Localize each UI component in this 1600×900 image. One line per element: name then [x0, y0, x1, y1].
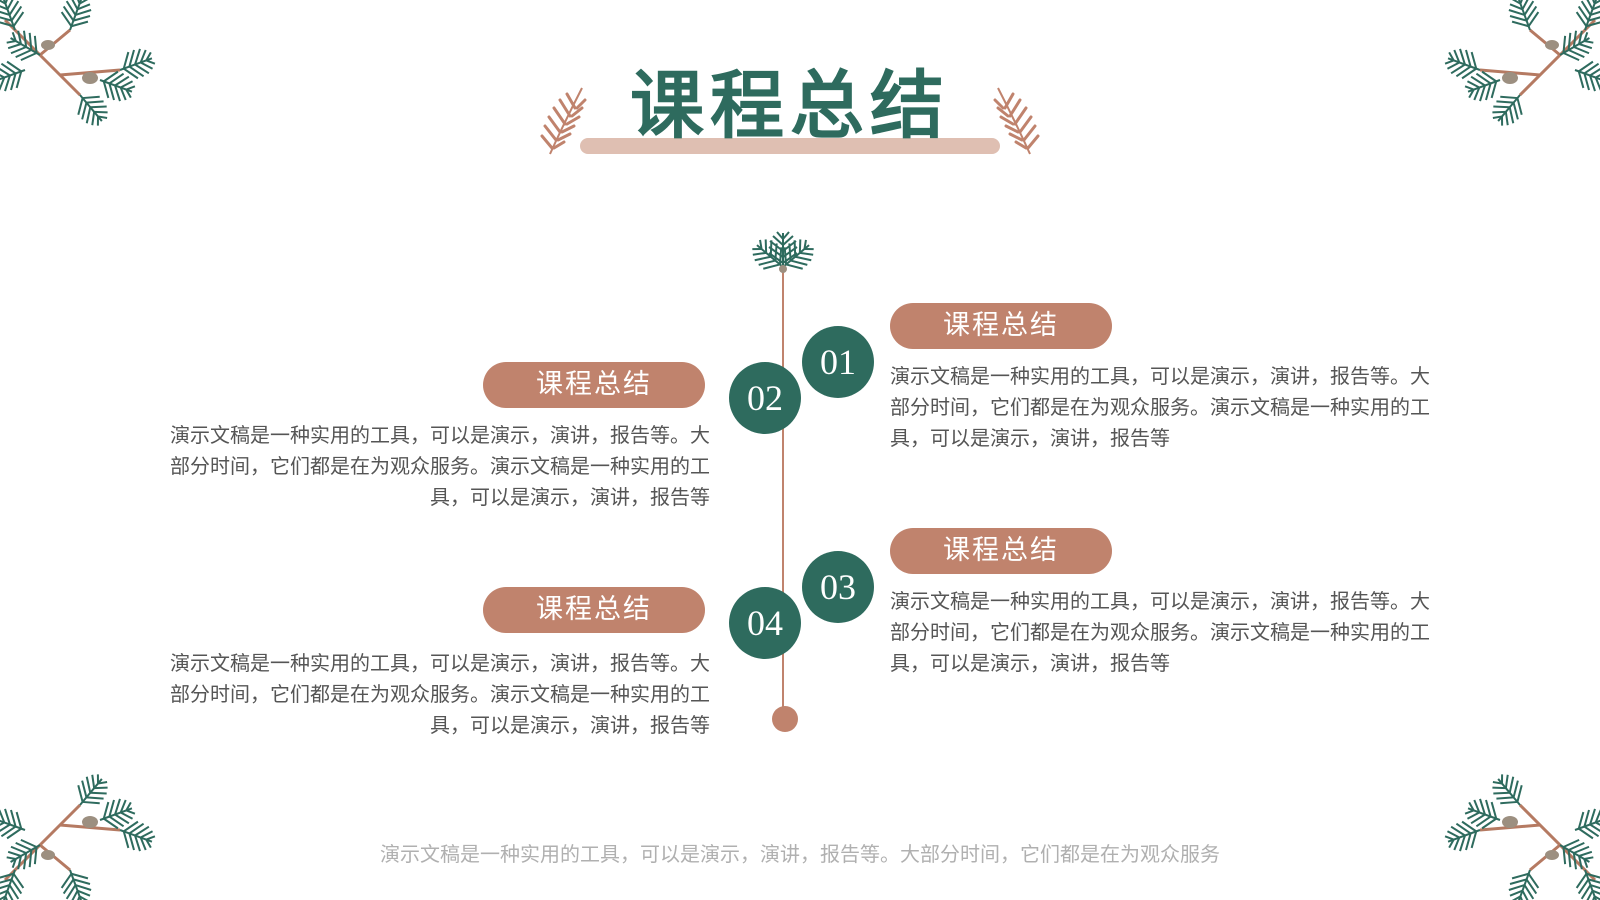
- step-label-03: 课程总结: [890, 528, 1112, 574]
- step-text-02: 演示文稿是一种实用的工具，可以是演示，演讲，报告等。大部分时间，它们都是在为观众…: [170, 423, 710, 509]
- fern-leaf-icon: [990, 86, 1040, 156]
- step-label-02: 课程总结: [483, 362, 705, 408]
- timeline-end-dot: [772, 706, 798, 732]
- pine-sprig-icon: [746, 231, 820, 279]
- pine-branch-icon: [0, 0, 170, 130]
- pine-branch-icon: [1430, 770, 1600, 900]
- timeline: [746, 231, 820, 732]
- step-label-01: 课程总结: [890, 303, 1112, 349]
- step-text-03: 演示文稿是一种实用的工具，可以是演示，演讲，报告等。大部分时间，它们都是在为观众…: [890, 589, 1430, 675]
- footer-caption: 演示文稿是一种实用的工具，可以是演示，演讲，报告等。大部分时间，它们都是在为观众…: [380, 842, 1220, 866]
- step-number-03: 03: [802, 551, 874, 623]
- step-number-04: 04: [729, 587, 801, 659]
- pine-branch-icon: [1430, 0, 1600, 130]
- page-title: 课程总结: [630, 63, 950, 149]
- step-number-01: 01: [802, 326, 874, 398]
- step-text-04: 演示文稿是一种实用的工具，可以是演示，演讲，报告等。大部分时间，它们都是在为观众…: [170, 651, 710, 737]
- title-block: 课程总结: [540, 58, 1040, 168]
- pine-branch-icon: [0, 770, 170, 900]
- step-label-04: 课程总结: [483, 587, 705, 633]
- title-underline: [580, 138, 1000, 154]
- step-number-02: 02: [729, 362, 801, 434]
- step-text-01: 演示文稿是一种实用的工具，可以是演示，演讲，报告等。大部分时间，它们都是在为观众…: [890, 364, 1430, 450]
